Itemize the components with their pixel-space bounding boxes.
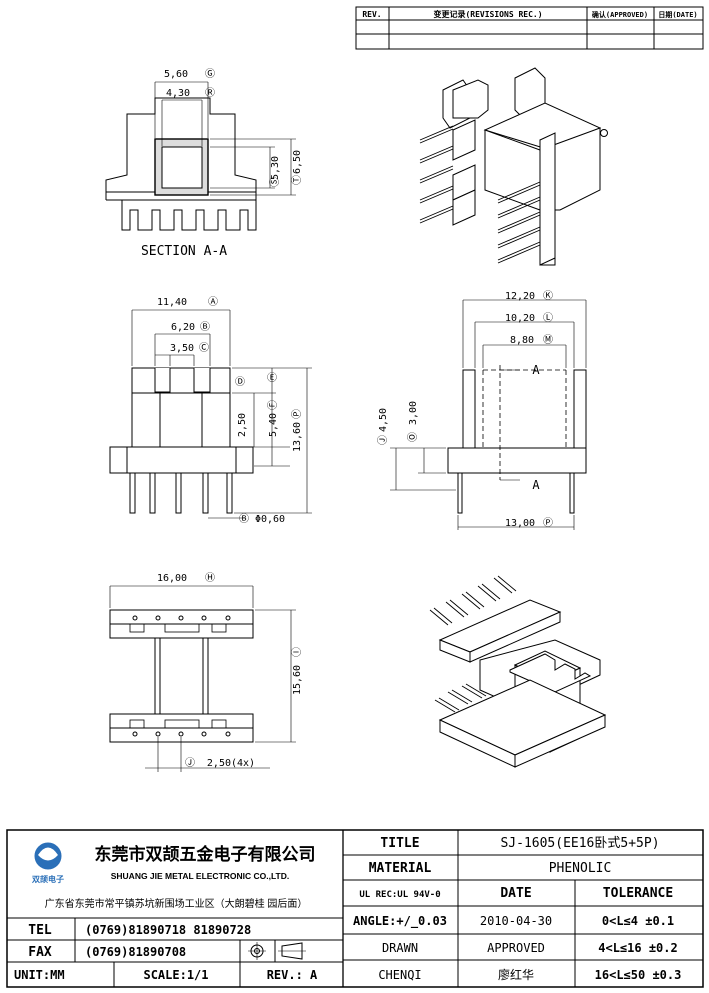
approved-col-label: 确认(APPROVED) (592, 10, 648, 19)
dim-tag-g: Ⓖ (205, 68, 215, 80)
dim-tag-h: Ⓗ (205, 572, 215, 584)
dim-front-flange-height: 2,50 (237, 413, 248, 437)
bottom-view: 16,00 Ⓗ 15,60 Ⓘ Ⓙ 2,50(4x) (109, 572, 303, 772)
tolerance-label: TOLERANCE (603, 886, 673, 901)
revision-table: REV. 变更记录(REVISIONS REC.) 确认(APPROVED) 日… (355, 6, 704, 50)
fax-label: FAX (28, 945, 52, 960)
dim-side-inner-height: 3,00 (408, 401, 419, 425)
company-logo-text: 双颉电子 (32, 874, 64, 884)
drawn-value: CHENQI (378, 968, 421, 982)
approved-value: 廖红华 (498, 967, 534, 982)
dim-tag-p-side: Ⓟ (543, 517, 553, 529)
front-view: 11,40 Ⓐ 6,20 Ⓑ 3,50 Ⓒ Ⓓ Ⓔ 2,50 5,40 Ⓕ 13… (109, 296, 312, 525)
dim-tag-j-side: Ⓙ (377, 435, 389, 445)
company-name-en: SHUANG JIE METAL ELECTRONIC CO.,LTD. (111, 871, 290, 881)
date-value: 2010-04-30 (480, 914, 552, 928)
dim-tag-t: Ⓣ (291, 175, 303, 185)
dim-pin-diameter: Φ0,60 (255, 514, 285, 525)
dim-bottom-height: 15,60 (292, 665, 303, 695)
tolerance-row-1: 0<L≤4 ±0.1 (602, 914, 674, 928)
dim-tag-s: Ⓢ (269, 177, 281, 187)
dim-front-mid-height: 5,40 (268, 413, 279, 437)
dim-bottom-width: 16,00 (157, 573, 187, 584)
dim-tag-f: Ⓕ (267, 400, 279, 410)
tolerance-row-3: 16<L≤50 ±0.3 (595, 968, 682, 982)
section-mark-bottom: A (532, 478, 540, 492)
dim-side-mid-width: 10,20 (505, 313, 535, 324)
dim-tag-i: Ⓘ (291, 647, 303, 657)
title-value: SJ-1605(EE16卧式5+5P) (500, 836, 659, 851)
rev-label: REV.: A (267, 968, 318, 982)
scale-label: SCALE:1/1 (143, 968, 208, 982)
rev-col-label: REV. (362, 10, 381, 19)
drawn-label: DRAWN (382, 941, 418, 955)
dim-tag-j-bottom: Ⓙ (185, 757, 195, 769)
dim-tag-r: Ⓡ (205, 87, 215, 99)
isometric-view-top (419, 67, 608, 266)
dim-front-mid-width: 6,20 (171, 322, 195, 333)
dim-tag-l: Ⓛ (543, 312, 553, 324)
isometric-view-bottom (429, 575, 607, 768)
ul-rec-label: UL REC:UL 94V-0 (359, 890, 440, 900)
records-col-label: 变更记录(REVISIONS REC.) (433, 9, 542, 19)
dim-tag-m: Ⓜ (543, 334, 553, 346)
company-address: 广东省东莞市常平镇苏坑新围场工业区（大朗碧桂 园后面） (45, 897, 308, 910)
dim-tag-p-front: Ⓟ (291, 409, 303, 419)
dim-tag-a: Ⓐ (208, 296, 218, 308)
section-label: SECTION A-A (141, 244, 227, 259)
dim-side-outer-height: 4,50 (378, 408, 389, 432)
projection-symbol-icon (248, 942, 306, 960)
material-value: PHENOLIC (549, 861, 612, 876)
dim-front-slot-width: 3,50 (170, 343, 194, 354)
section-view: 5,60 Ⓖ 4,30 Ⓡ 5,30 Ⓢ 6,50 Ⓣ SECTION A-A (105, 68, 303, 259)
dim-side-inner-width: 8,80 (510, 335, 534, 346)
date-col-label: 日期(DATE) (658, 10, 697, 19)
dim-side-total-width: 12,20 (505, 291, 535, 302)
dim-pin-pitch: 2,50(4x) (207, 758, 255, 769)
dim-section-outer-width: 5,60 (164, 69, 188, 80)
dim-tag-k: Ⓚ (543, 290, 553, 302)
tel-label: TEL (28, 923, 52, 938)
title-label: TITLE (380, 836, 419, 851)
dim-section-inner-width: 4,30 (166, 88, 190, 99)
title-block: 双颉电子 东莞市双颉五金电子有限公司 SHUANG JIE METAL ELEC… (6, 829, 704, 988)
side-view: 12,20 Ⓚ 10,20 Ⓛ 8,80 Ⓜ A A 4,50 Ⓙ 3,00 Ⓞ… (377, 290, 587, 530)
fax-value: (0769)81890708 (85, 945, 186, 959)
company-name-cn: 东莞市双颉五金电子有限公司 (95, 844, 316, 864)
tolerance-row-2: 4<L≤16 ±0.2 (598, 941, 677, 955)
approved-label: APPROVED (487, 941, 545, 955)
dim-tag-b: Ⓑ (200, 321, 210, 333)
date-label: DATE (500, 886, 531, 901)
dim-tag-pin: Ⓑ (239, 513, 249, 525)
dim-tag-d: Ⓓ (235, 376, 245, 388)
unit-label: UNIT:MM (14, 968, 65, 982)
dim-section-inner-height: 5,30 (270, 156, 281, 180)
dim-tag-c: Ⓒ (199, 342, 209, 354)
dim-section-outer-height: 6,50 (292, 150, 303, 174)
dim-side-base-width: 13,00 (505, 518, 535, 529)
dim-tag-e: Ⓔ (267, 372, 277, 384)
tel-value: (0769)81890718 81890728 (85, 923, 251, 937)
material-label: MATERIAL (369, 861, 432, 876)
section-mark-top: A (532, 363, 540, 377)
dim-front-total-width: 11,40 (157, 297, 187, 308)
dim-front-total-height: 13,60 (292, 422, 303, 452)
dim-tag-o: Ⓞ (407, 432, 419, 442)
angle-tolerance: ANGLE:+/_0.03 (353, 914, 447, 929)
